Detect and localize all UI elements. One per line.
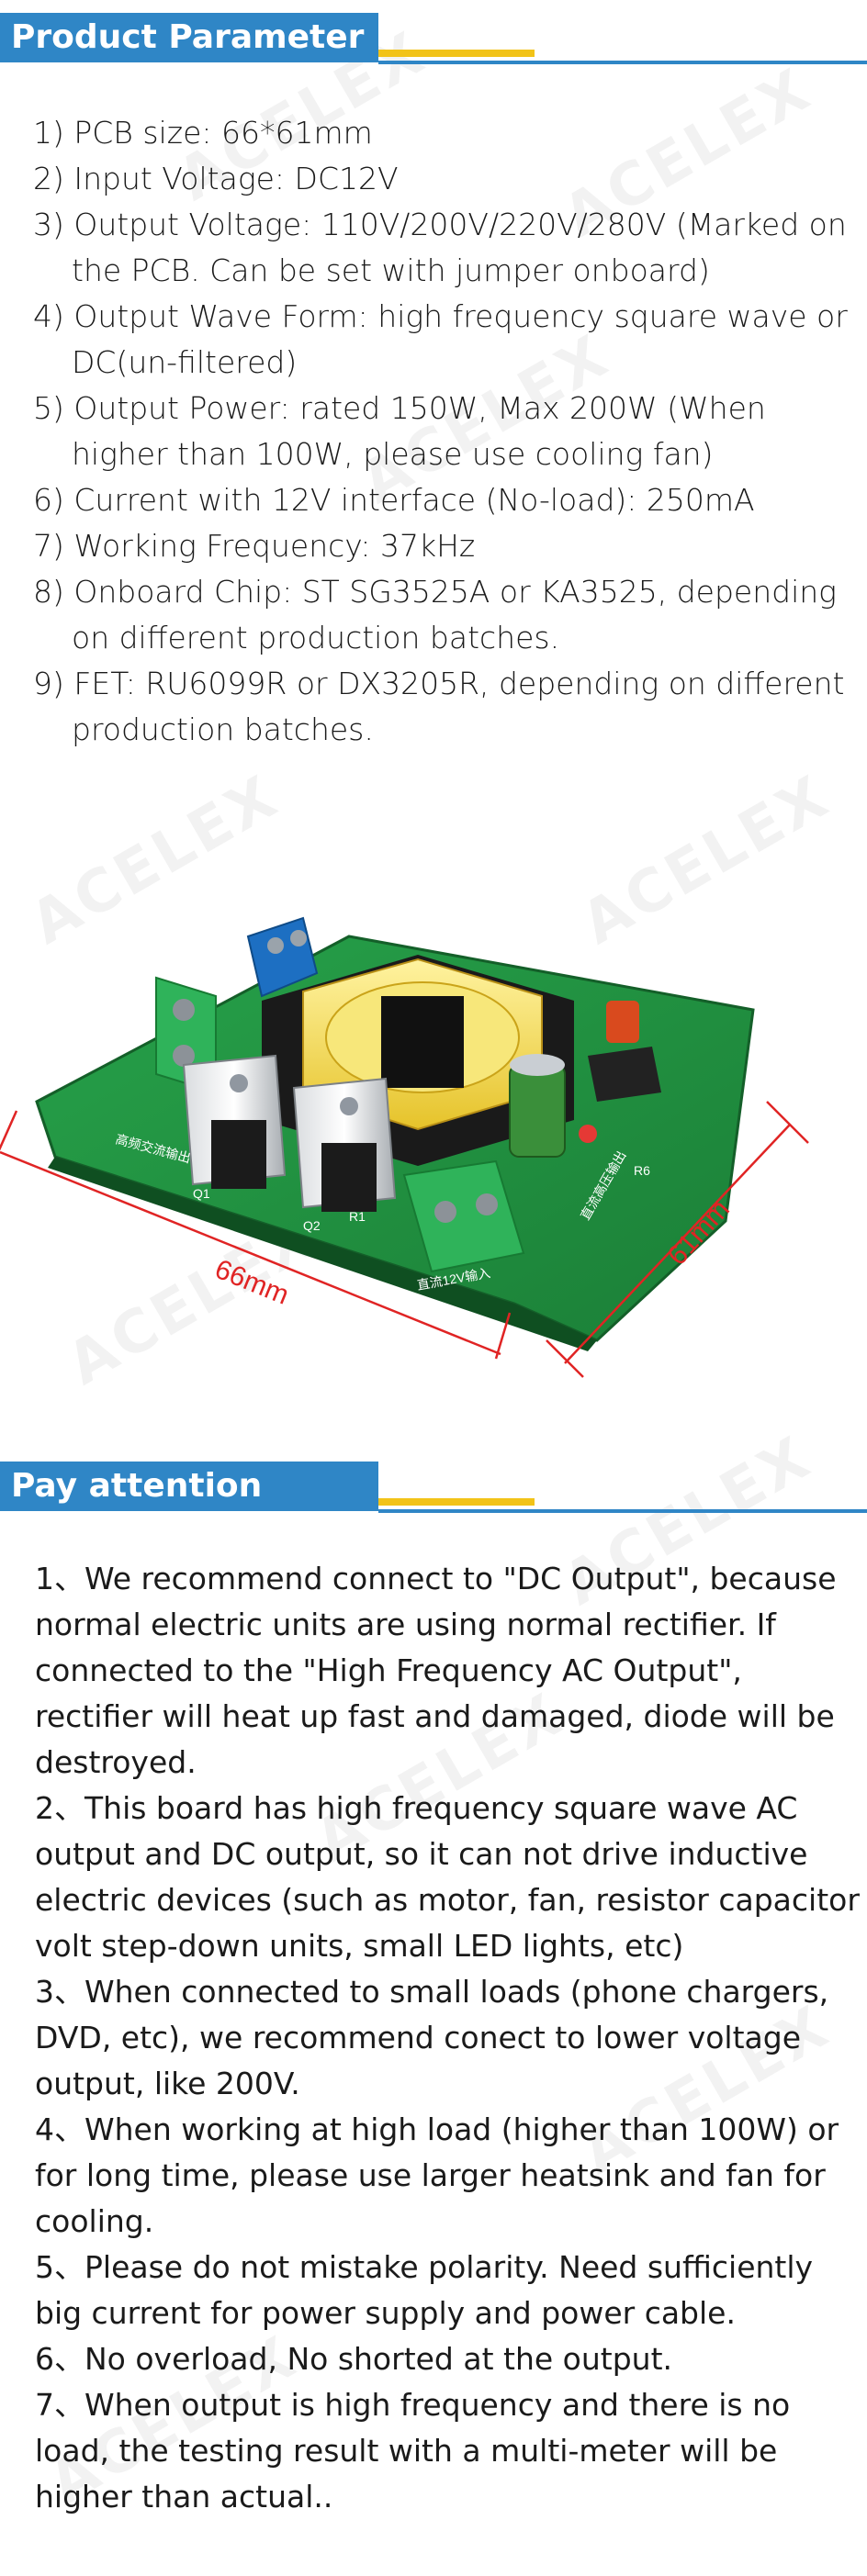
board-photo: 高频交流输出 Q1 Q2 R1 R6 直流12V输入 直流高压输出 66mm 6…	[0, 916, 809, 1378]
section-title: Product Parameter	[0, 13, 378, 62]
section-title: Pay attention	[0, 1462, 378, 1511]
attention-list: 1、We recommend connect to "DC Output", b…	[35, 1556, 861, 2520]
dimension-width-label: 66mm	[210, 1254, 293, 1311]
terminal-block-blue	[246, 916, 319, 998]
attention-item: 3、When connected to small loads (phone c…	[35, 1974, 829, 2101]
parameter-item: 3) Output Voltage: 110V/200V/220V/280V (…	[33, 207, 847, 288]
product-parameter-header: Product Parameter	[0, 13, 867, 68]
accent-rule	[378, 50, 535, 57]
parameter-list: 1) PCB size: 66*61mm 2) Input Voltage: D…	[33, 110, 860, 753]
terminal-block-right	[402, 1159, 525, 1273]
led	[579, 1125, 597, 1143]
dimension-66mm	[0, 1110, 512, 1360]
parameter-item: 5) Output Power: rated 150W, Max 200W (W…	[33, 390, 766, 472]
pay-attention-header: Pay attention	[0, 1462, 867, 1517]
accent-rule	[378, 1498, 535, 1506]
dimension-61mm	[546, 1101, 809, 1378]
silk-label: R1	[349, 1209, 366, 1224]
silk-label: Q1	[193, 1186, 210, 1201]
attention-item: 4、When working at high load (higher than…	[35, 2111, 839, 2239]
silk-label: Q2	[303, 1218, 321, 1233]
parameter-item: 4) Output Wave Form: high frequency squa…	[33, 298, 848, 380]
parameter-item: 6) Current with 12V interface (No-load):…	[33, 482, 755, 518]
attention-item: 5、Please do not mistake polarity. Need s…	[35, 2249, 814, 2331]
parameter-item: 2) Input Voltage: DC12V	[33, 161, 399, 196]
heatsink-q1	[182, 1054, 287, 1189]
parameter-item: 8) Onboard Chip: ST SG3525A or KA3525, d…	[33, 574, 837, 655]
ic-chip	[588, 1047, 661, 1102]
parameter-item: 9) FET: RU6099R or DX3205R, depending on…	[33, 666, 845, 747]
attention-item: 2、This board has high frequency square w…	[35, 1790, 860, 1964]
attention-item: 1、We recommend connect to "DC Output", b…	[35, 1561, 837, 1780]
film-capacitor	[606, 1001, 639, 1043]
parameter-item: 1) PCB size: 66*61mm	[33, 115, 373, 151]
electrolytic-capacitor	[509, 1054, 566, 1158]
silk-label: R6	[634, 1163, 650, 1178]
heatsink-q2	[292, 1077, 397, 1212]
attention-item: 7、When output is high frequency and ther…	[35, 2387, 791, 2514]
parameter-item: 7) Working Frequency: 37kHz	[33, 528, 476, 564]
attention-item: 6、No overload, No shorted at the output.	[35, 2341, 672, 2377]
divider-rule	[378, 1509, 867, 1513]
divider-rule	[378, 61, 867, 64]
